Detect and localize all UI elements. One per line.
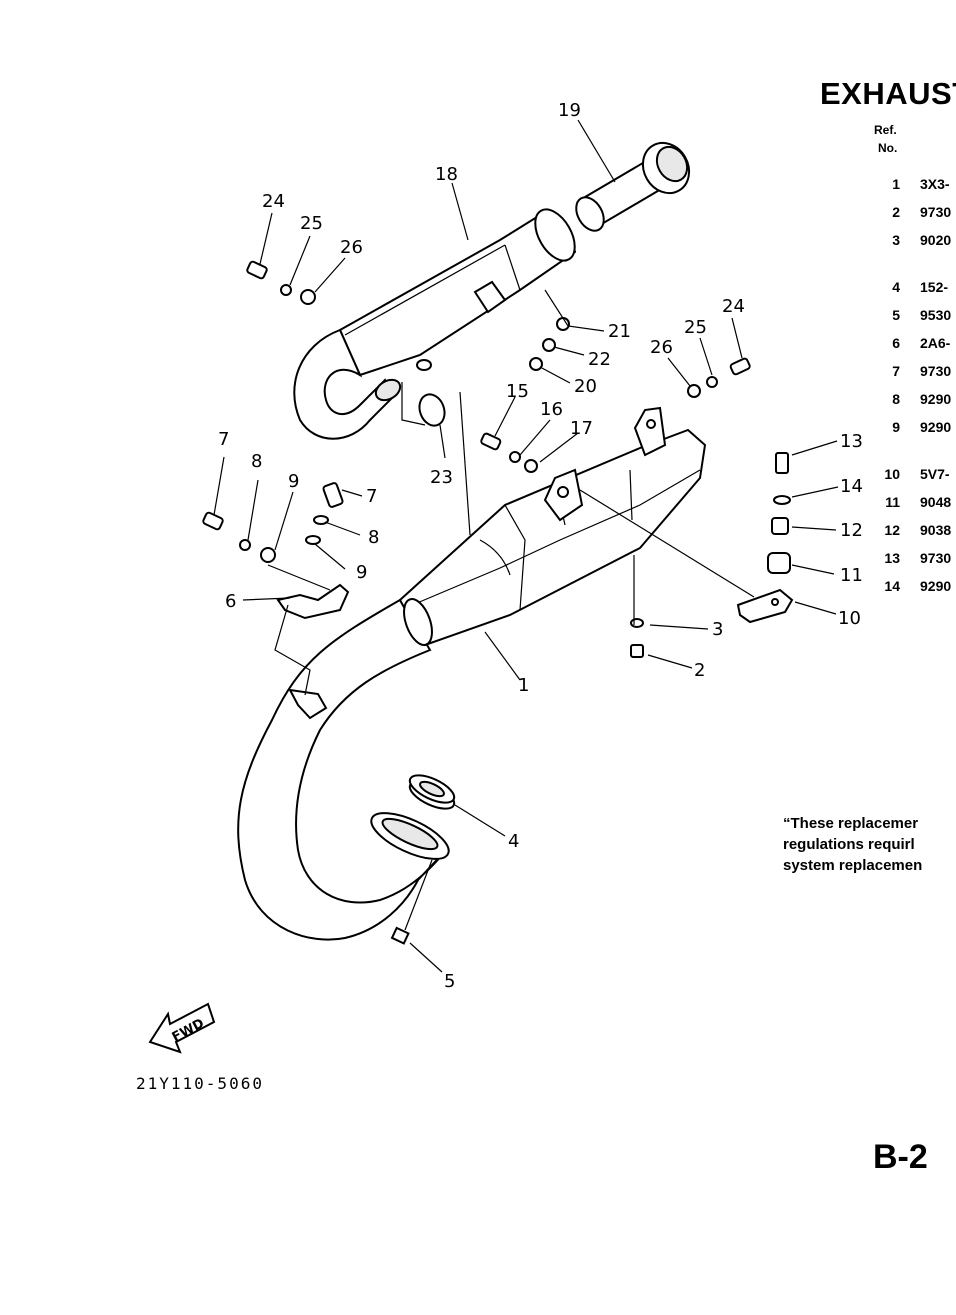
- callout-12: 12: [840, 520, 863, 541]
- callout-6: 6: [225, 591, 236, 612]
- callout-5: 5: [444, 971, 455, 992]
- callout-2: 2: [694, 660, 705, 681]
- header-ref: Ref.: [874, 123, 897, 137]
- callout-14: 14: [840, 476, 863, 497]
- page-title: EXHAUST: [820, 76, 956, 111]
- note-line: “These replacemer: [783, 815, 919, 832]
- stay-10: [736, 588, 794, 624]
- callout-25b: 25: [684, 317, 707, 338]
- callout-13: 13: [840, 431, 863, 452]
- callout-26b: 26: [650, 337, 673, 358]
- gasket-23: [418, 393, 446, 427]
- note-line: system replacemen: [783, 857, 923, 874]
- callout-22: 22: [588, 349, 611, 370]
- callout-24b: 24: [722, 296, 745, 317]
- callout-10: 10: [838, 608, 861, 629]
- gasket-4: [408, 774, 456, 810]
- exhaust-pipe-1: [237, 598, 450, 941]
- silencer-18: [293, 208, 577, 440]
- callout-8a: 8: [251, 451, 262, 472]
- callout-1: 1: [518, 675, 529, 696]
- nut-5: [390, 926, 410, 945]
- callout-labels: 19 18 24 25 26 21 22 20 15 16 17 23 24 2…: [218, 100, 863, 992]
- callout-8b: 8: [368, 527, 379, 548]
- callout-7a: 7: [218, 429, 229, 450]
- callout-3: 3: [712, 619, 723, 640]
- fwd-arrow-icon: FWD: [148, 1002, 216, 1054]
- callout-18: 18: [435, 164, 458, 185]
- callout-4: 4: [508, 831, 519, 852]
- callout-17: 17: [570, 418, 593, 439]
- callout-7b: 7: [366, 486, 377, 507]
- callout-16: 16: [540, 399, 563, 420]
- muffler-body: [398, 406, 707, 647]
- callout-15: 15: [506, 381, 529, 402]
- note-line: regulations requirl: [783, 836, 915, 853]
- callout-21: 21: [608, 321, 631, 342]
- pipe-clamp-tab: [288, 688, 328, 720]
- callout-9a: 9: [288, 471, 299, 492]
- fasteners: [202, 260, 791, 658]
- callout-24a: 24: [262, 191, 285, 212]
- callout-19: 19: [558, 100, 581, 121]
- callout-26a: 26: [340, 237, 363, 258]
- callout-9b: 9: [356, 562, 367, 583]
- header-no: No.: [878, 141, 898, 155]
- replacement-note: “These replacemer regulations requirl sy…: [783, 813, 922, 876]
- diagram-code: 21Y110-5060: [136, 1074, 264, 1093]
- callout-23: 23: [430, 467, 453, 488]
- callout-11: 11: [840, 565, 863, 586]
- page-number: B-2: [873, 1138, 928, 1176]
- bracket-6: [276, 583, 350, 620]
- tail-pipe-19: [575, 141, 691, 232]
- leader-lines: [213, 119, 839, 973]
- callout-20: 20: [574, 376, 597, 397]
- callout-25a: 25: [300, 213, 323, 234]
